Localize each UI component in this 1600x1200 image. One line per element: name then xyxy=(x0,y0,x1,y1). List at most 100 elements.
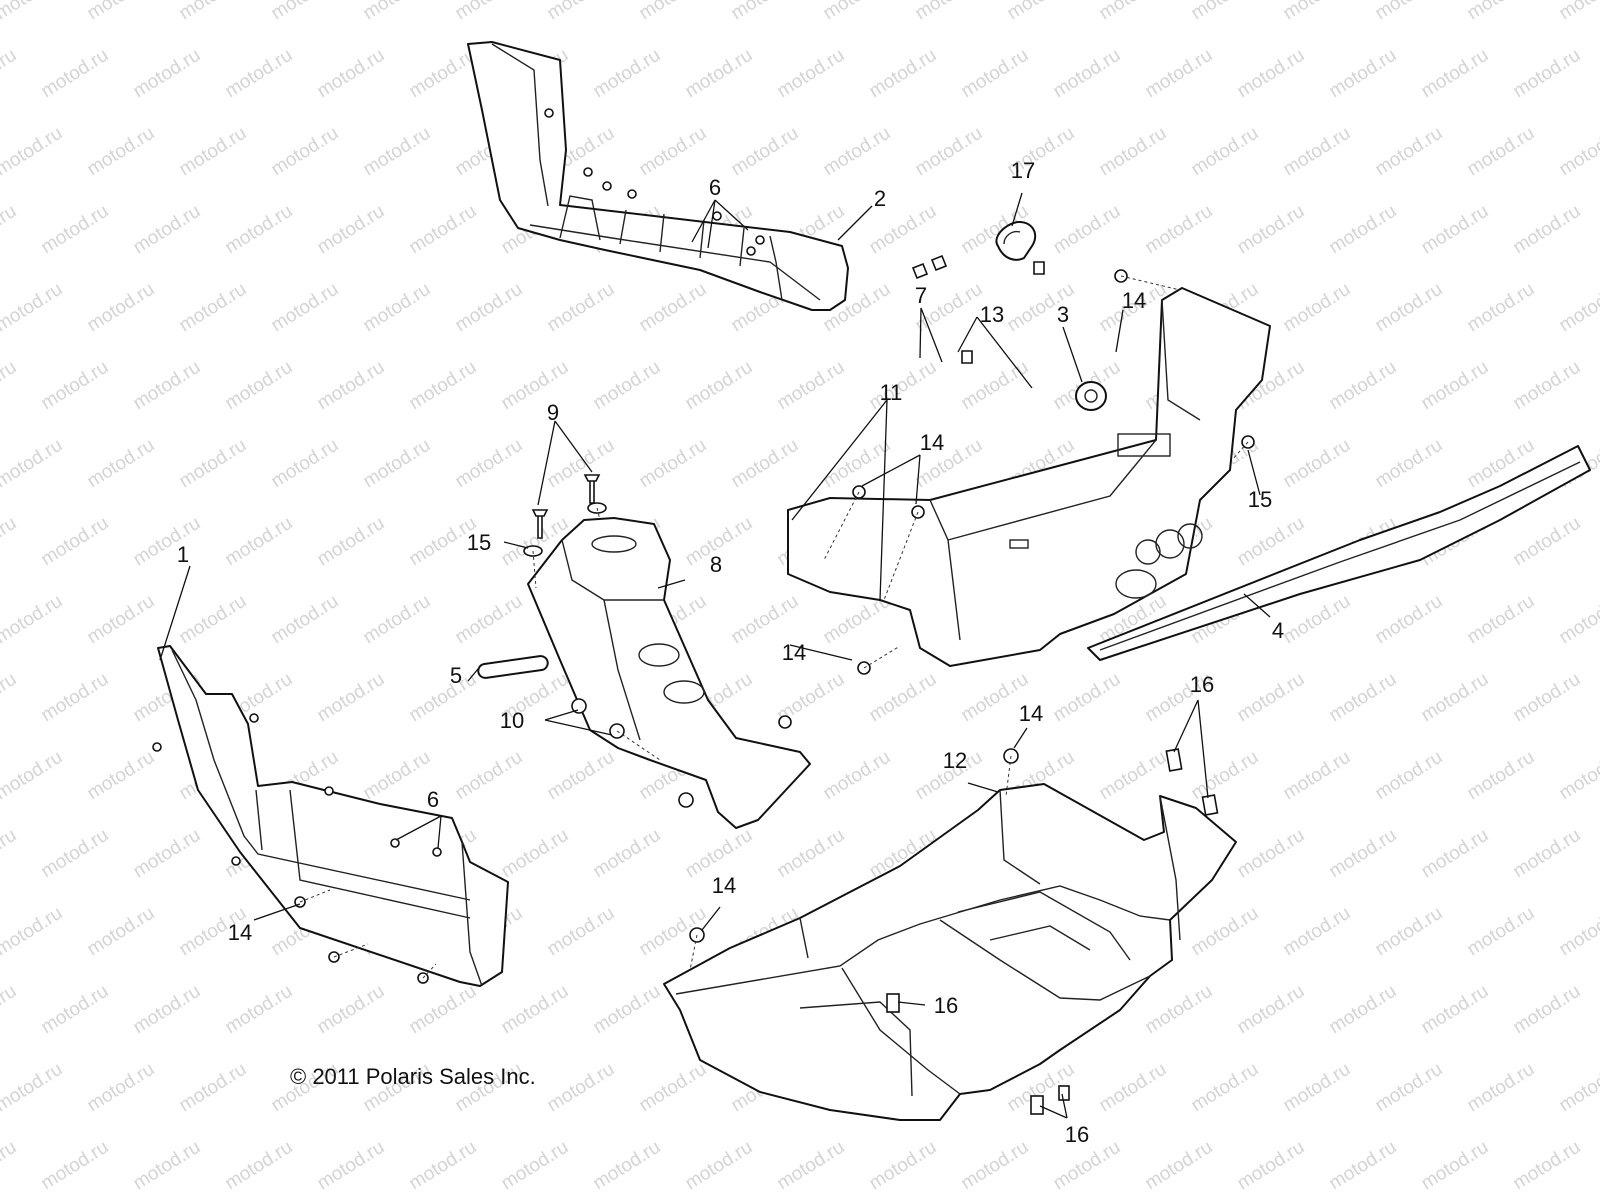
watermark-text: motod.ru xyxy=(1372,123,1447,181)
watermark-text: motod.ru xyxy=(590,1137,665,1195)
watermark-text: motod.ru xyxy=(130,45,205,103)
watermark-text: motod.ru xyxy=(406,201,481,259)
watermark-text: motod.ru xyxy=(452,0,527,24)
part-5-seal xyxy=(477,655,549,679)
watermark-text: motod.ru xyxy=(1418,45,1493,103)
watermark-text: motod.ru xyxy=(544,903,619,961)
watermark-text: motod.ru xyxy=(1418,201,1493,259)
watermark-text: motod.ru xyxy=(0,1059,66,1117)
watermark-text: motod.ru xyxy=(1372,591,1447,649)
watermark-text: motod.ru xyxy=(1556,123,1600,181)
callout-12: 12 xyxy=(943,748,967,773)
callout-5: 5 xyxy=(450,663,462,688)
callout-11: 11 xyxy=(880,380,903,405)
callout-13: 13 xyxy=(980,302,1004,327)
watermark-text: motod.ru xyxy=(0,903,66,961)
watermark-text: motod.ru xyxy=(912,123,987,181)
watermark-text: motod.ru xyxy=(1096,123,1171,181)
watermark-text: motod.ru xyxy=(1510,981,1585,1039)
part-3-bumper xyxy=(1075,381,1107,411)
watermark-text: motod.ru xyxy=(314,1137,389,1195)
watermark-text: motod.ru xyxy=(1280,747,1355,805)
watermark-text: motod.ru xyxy=(1188,123,1263,181)
watermark-text: motod.ru xyxy=(360,435,435,493)
watermark-text: motod.ru xyxy=(1280,1059,1355,1117)
callout-labels: 1 2 3 4 5 6 6 7 8 9 10 11 12 13 14 14 14… xyxy=(177,158,1284,1147)
watermark-text: motod.ru xyxy=(636,123,711,181)
watermark-text: motod.ru xyxy=(130,825,205,883)
watermark-text: motod.ru xyxy=(38,357,113,415)
watermark-text: motod.ru xyxy=(1188,0,1263,24)
part-8-center-console xyxy=(527,517,811,829)
watermark-text: motod.ru xyxy=(268,435,343,493)
watermark-text: motod.ru xyxy=(774,357,849,415)
callout-2: 2 xyxy=(874,186,886,211)
watermark-text: motod.ru xyxy=(1510,45,1585,103)
watermark-text: motod.ru xyxy=(1326,357,1401,415)
watermark-text: motod.ru xyxy=(222,357,297,415)
watermark-text: motod.ru xyxy=(590,45,665,103)
watermark-text: motod.ru xyxy=(84,123,159,181)
watermark-text: motod.ru xyxy=(1510,357,1585,415)
watermark-text: motod.ru xyxy=(222,981,297,1039)
watermark-text: motod.ru xyxy=(176,123,251,181)
watermark-text: motod.ru xyxy=(0,279,66,337)
watermark-text: motod.ru xyxy=(1326,1137,1401,1195)
watermark-text: motod.ru xyxy=(1326,201,1401,259)
watermark-text: motod.ru xyxy=(1234,513,1309,571)
watermark-text: motod.ru xyxy=(360,123,435,181)
watermark-text: motod.ru xyxy=(1556,279,1600,337)
callout-3: 3 xyxy=(1057,302,1069,327)
watermark-text: motod.ru xyxy=(406,1137,481,1195)
watermark-text: motod.ru xyxy=(590,357,665,415)
watermark-text: motod.ru xyxy=(1280,435,1355,493)
watermark-text: motod.ru xyxy=(38,45,113,103)
watermark-text: motod.ru xyxy=(544,1059,619,1117)
watermark-text: motod.ru xyxy=(636,1059,711,1117)
watermark-text: motod.ru xyxy=(544,0,619,24)
watermark-text: motod.ru xyxy=(1280,0,1355,24)
watermark-text: motod.ru xyxy=(1418,981,1493,1039)
watermark-text: motod.ru xyxy=(544,747,619,805)
watermark-text: motod.ru xyxy=(1372,279,1447,337)
callout-14-b: 14 xyxy=(920,430,944,455)
watermark-text: motod.ru xyxy=(0,45,20,103)
watermark-text: motod.ru xyxy=(636,0,711,24)
watermark-text: motod.ru xyxy=(774,1137,849,1195)
watermark-text: motod.ru xyxy=(0,0,66,24)
watermark-text: motod.ru xyxy=(406,669,481,727)
watermark-text: motod.ru xyxy=(130,981,205,1039)
callout-6-upper: 6 xyxy=(709,175,721,200)
watermark-text: motod.ru xyxy=(1280,123,1355,181)
watermark-text: motod.ru xyxy=(452,747,527,805)
watermark-text: motod.ru xyxy=(1142,45,1217,103)
watermark-text: motod.ru xyxy=(1096,0,1171,24)
watermark-text: motod.ru xyxy=(0,981,20,1039)
watermark-text: motod.ru xyxy=(590,981,665,1039)
watermark-text: motod.ru xyxy=(1280,903,1355,961)
watermark-text: motod.ru xyxy=(1096,747,1171,805)
part-11-rear-bulkhead xyxy=(787,287,1271,667)
callout-14-c: 14 xyxy=(782,640,806,665)
callout-15-b: 15 xyxy=(1248,487,1272,512)
watermark-text: motod.ru xyxy=(176,0,251,24)
watermark-text: motod.ru xyxy=(1556,903,1600,961)
watermark-text: motod.ru xyxy=(38,1137,113,1195)
watermark-text: motod.ru xyxy=(1142,1137,1217,1195)
watermark-text: motod.ru xyxy=(1464,0,1539,24)
watermark-text: motod.ru xyxy=(636,435,711,493)
callout-17: 17 xyxy=(1011,158,1035,183)
watermark-text: motod.ru xyxy=(1556,1059,1600,1117)
callout-16-c: 16 xyxy=(1065,1122,1089,1147)
callout-15-a: 15 xyxy=(467,530,491,555)
watermark-text: motod.ru xyxy=(314,981,389,1039)
watermark-text: motod.ru xyxy=(38,825,113,883)
watermark-text: motod.ru xyxy=(38,669,113,727)
watermark-text: motod.ru xyxy=(1096,1059,1171,1117)
watermark-text: motod.ru xyxy=(452,435,527,493)
watermark-text: motod.ru xyxy=(0,357,20,415)
watermark-text: motod.ru xyxy=(406,357,481,415)
callout-16-b: 16 xyxy=(934,993,958,1018)
watermark-text: motod.ru xyxy=(498,357,573,415)
